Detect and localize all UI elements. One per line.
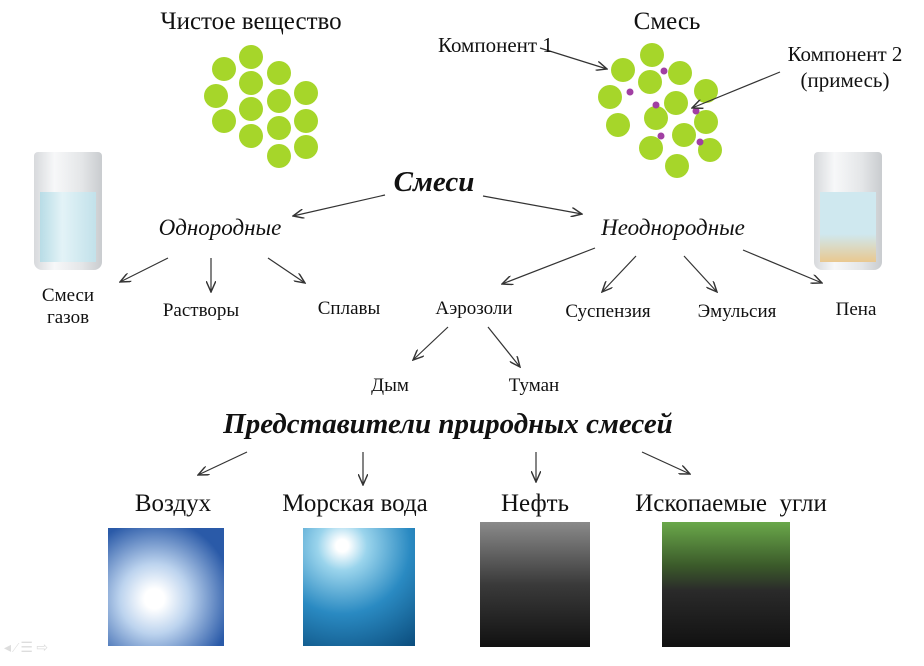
impurity-particle <box>626 88 634 96</box>
particle <box>694 110 718 134</box>
particle <box>294 109 318 133</box>
impurity-particle <box>652 101 660 109</box>
impurity-particle <box>696 138 704 146</box>
particle <box>294 81 318 105</box>
aerosols-label: Аэрозоли <box>435 298 513 319</box>
component-1-label: Компонент 1 <box>438 33 553 57</box>
particle <box>239 97 263 121</box>
component-2-label: Компонент 2 <box>787 42 903 66</box>
pure-substance-particles <box>204 45 318 168</box>
air-clouds-image <box>108 528 224 646</box>
particle <box>239 124 263 148</box>
fossil-coal-label: Ископаемые угли <box>635 490 827 517</box>
particle <box>672 123 696 147</box>
sea-wave-image <box>303 528 415 646</box>
mixture-particles <box>598 43 722 178</box>
impurity-particle <box>692 107 700 115</box>
particle <box>239 71 263 95</box>
glass-foam-image <box>814 152 882 270</box>
smoke-label: Дым <box>371 375 409 396</box>
pure-substance-title: Чистое вещество <box>160 8 342 35</box>
particle <box>212 57 236 81</box>
impurity-particle <box>660 67 668 75</box>
alloys-label: Сплавы <box>317 298 381 319</box>
impurity-label: (примесь) <box>800 68 890 92</box>
homogeneous-label: Однородные <box>158 215 282 240</box>
coal-pile-image <box>662 522 790 647</box>
oil-label: Нефть <box>501 490 569 517</box>
particle <box>644 106 668 130</box>
heterogeneous-label: Неоднородные <box>601 215 745 240</box>
particle <box>694 79 718 103</box>
particle <box>204 84 228 108</box>
particle <box>665 154 689 178</box>
particle <box>598 85 622 109</box>
particle <box>267 144 291 168</box>
particle <box>639 136 663 160</box>
particle <box>638 70 662 94</box>
particle <box>239 45 263 69</box>
glass-clear-water-image <box>34 152 102 270</box>
foam-label: Пена <box>835 299 877 320</box>
arrows <box>120 47 822 485</box>
particle <box>267 116 291 140</box>
natural-mixtures-heading: Представители природных смесей <box>223 408 673 440</box>
particle <box>664 91 688 115</box>
impurity-particle <box>657 132 665 140</box>
emulsion-label: Эмульсия <box>697 301 777 322</box>
oil-bucket-image <box>480 522 590 647</box>
slide-nav-controls[interactable]: ◂ ⁄ ☰ ⇨ <box>4 641 49 656</box>
particle <box>640 43 664 67</box>
sea-water-label: Морская вода <box>282 490 428 517</box>
particle <box>668 61 692 85</box>
particle <box>267 89 291 113</box>
particle <box>294 135 318 159</box>
air-label: Воздух <box>134 490 212 517</box>
mixtures-heading: Смеси <box>393 166 475 198</box>
fog-label: Туман <box>508 375 560 396</box>
particle <box>611 58 635 82</box>
solutions-label: Растворы <box>162 300 240 321</box>
particle <box>698 138 722 162</box>
suspension-label: Суспензия <box>565 301 651 322</box>
particle <box>212 109 236 133</box>
particle <box>267 61 291 85</box>
mixture-title: Смесь <box>633 8 701 35</box>
particle <box>606 113 630 137</box>
